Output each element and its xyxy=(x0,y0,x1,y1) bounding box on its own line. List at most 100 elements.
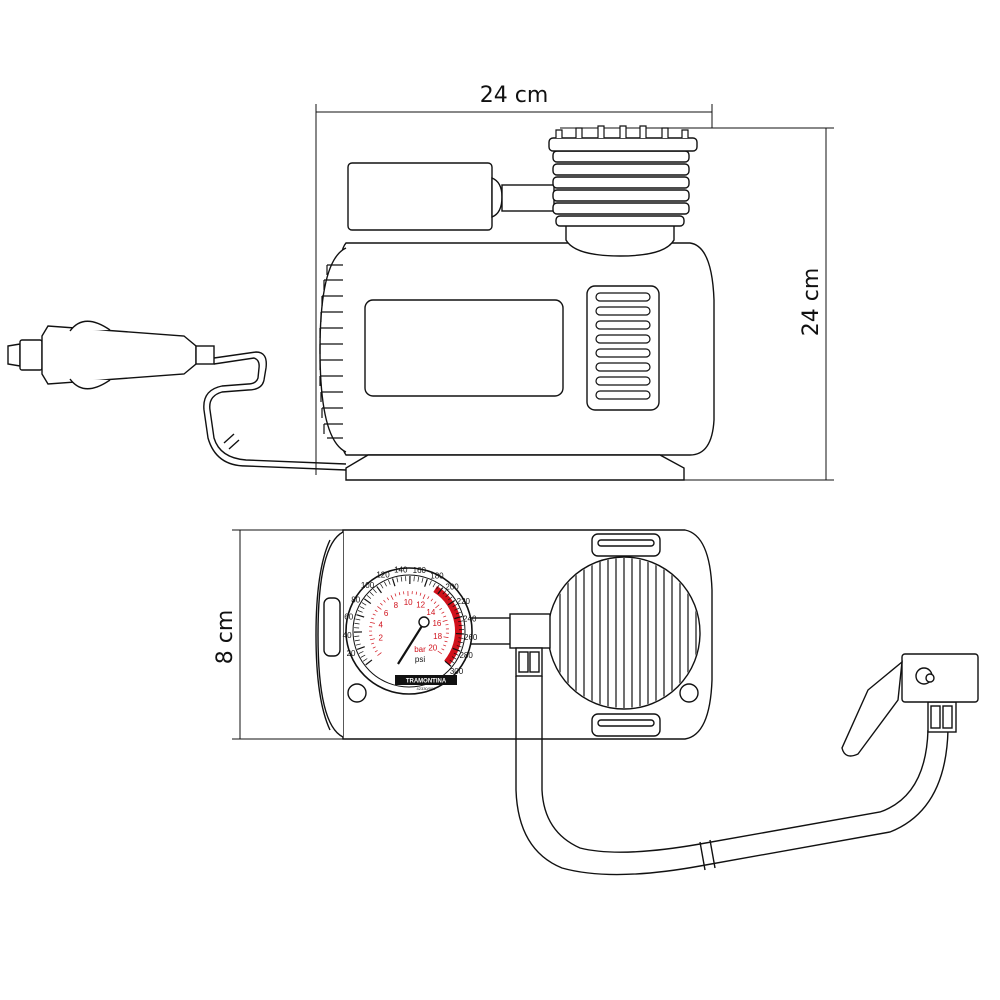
gauge-psi-label: 80 xyxy=(351,595,360,604)
motor-cap xyxy=(347,162,493,231)
gauge-tick xyxy=(458,620,464,623)
gauge-tick xyxy=(358,651,364,654)
gauge-psi-label: 120 xyxy=(376,571,390,580)
gauge-tick xyxy=(429,580,432,586)
gauge-bar-tick xyxy=(415,591,418,595)
gauge-tick xyxy=(454,615,463,620)
gauge-bar-tick xyxy=(442,619,448,622)
gauge-tick xyxy=(365,659,373,666)
gauge-psi-label: 140 xyxy=(394,566,408,575)
gauge-bar-label: 6 xyxy=(384,609,389,618)
gauge-bar-tick xyxy=(435,604,440,609)
gauge-bar-tick xyxy=(430,598,433,602)
gauge-tick xyxy=(391,578,396,587)
gauge-bar-tick xyxy=(443,644,447,647)
gauge-bar-tick xyxy=(374,609,378,612)
depth-dimension xyxy=(232,529,344,740)
gauge-tick xyxy=(436,584,440,590)
vent-slots xyxy=(595,292,651,400)
gauge-bar-label: 2 xyxy=(378,633,383,642)
gauge-tick xyxy=(360,654,366,658)
gauge-bar-tick xyxy=(422,594,426,600)
gauge-bar-tick xyxy=(437,650,443,655)
gauge-tick xyxy=(384,581,387,587)
gauge-bar-tick xyxy=(398,592,401,596)
gauge-tick xyxy=(447,599,456,606)
gauge-model-code: 42330/009 xyxy=(417,686,437,691)
gauge-tick xyxy=(437,587,444,595)
gauge-psi-label: 40 xyxy=(343,631,352,640)
label-window xyxy=(364,299,564,397)
gauge-bar-tick xyxy=(380,602,383,606)
gauge-tick xyxy=(452,647,461,652)
left-rib-housing xyxy=(319,247,347,453)
gauge-tick xyxy=(455,611,461,615)
gauge-bar-tick xyxy=(441,611,445,614)
gauge-bar-tick xyxy=(386,597,390,601)
gauge-bar-label: 4 xyxy=(378,621,383,630)
gauge-psi-label: 180 xyxy=(430,572,444,581)
gauge-psi-label: 280 xyxy=(459,651,473,660)
left-ribs xyxy=(319,264,343,439)
gauge-bar-label: 10 xyxy=(404,598,413,607)
gauge-psi-unit: psi xyxy=(415,655,425,664)
gauge-tick xyxy=(456,645,462,648)
gauge-tick xyxy=(449,659,455,664)
gauge-bar-tick xyxy=(369,621,375,624)
gauge-psi-label: 100 xyxy=(361,581,375,590)
height-label: 24 cm xyxy=(799,268,824,337)
gauge-bar-tick xyxy=(377,652,382,656)
gauge-tick xyxy=(458,637,464,639)
gauge-tick xyxy=(380,583,384,589)
gauge-tick xyxy=(451,656,457,660)
gauge-tick xyxy=(421,577,424,583)
gauge-bar-label: 14 xyxy=(426,608,435,617)
gauge-psi-label: 20 xyxy=(347,649,356,658)
gauge-brand: TRAMONTINA xyxy=(406,679,447,685)
gauge-bar-tick xyxy=(441,648,445,651)
gauge-tick xyxy=(444,660,452,667)
gauge-tick xyxy=(362,658,368,662)
gauge-tick xyxy=(373,588,377,594)
gauge-tick xyxy=(355,618,361,621)
gauge-ticks xyxy=(353,575,464,667)
gauge-psi-label: 300 xyxy=(450,667,464,676)
gauge-tick xyxy=(355,643,361,646)
lighter-plug xyxy=(7,320,215,390)
gauge-tick xyxy=(396,577,399,583)
gauge-tick xyxy=(363,598,372,605)
gauge-bar-tick xyxy=(383,599,386,603)
gauge-tick xyxy=(354,639,360,642)
gauge-tick xyxy=(388,579,391,585)
gauge-bar-tick xyxy=(372,646,376,649)
gauge-bar-tick xyxy=(427,596,430,600)
gauge-tick xyxy=(354,635,360,637)
gauge-tick xyxy=(442,590,447,595)
power-cable xyxy=(209,351,347,465)
gauge-tick xyxy=(454,607,460,611)
gauge-psi-label: 240 xyxy=(463,615,477,624)
gauge-tick xyxy=(361,602,367,606)
base-plate xyxy=(345,454,685,481)
gauge-bar-tick xyxy=(371,617,375,620)
gauge-tick xyxy=(457,641,463,644)
gauge-tick xyxy=(453,652,459,656)
gauge-tick xyxy=(369,591,374,596)
gauge-psi-label: 160 xyxy=(413,566,427,575)
gauge-bar-tick xyxy=(433,601,437,605)
gauge-bar-tick xyxy=(374,650,378,653)
cylinder-top-teeth xyxy=(555,125,689,138)
gauge-psi-label: 260 xyxy=(464,633,478,642)
gauge-tick xyxy=(458,624,464,627)
gauge-bar-label: 16 xyxy=(432,619,441,628)
gauge-tick xyxy=(366,595,372,599)
gauge-bar-label: 20 xyxy=(428,644,437,653)
gauge-bar-label: 18 xyxy=(433,632,442,641)
gauge-tick xyxy=(424,578,428,587)
cylinder-fins xyxy=(548,137,698,227)
gauge-bar-label: 8 xyxy=(394,601,399,610)
gauge-tick xyxy=(354,622,360,625)
gauge-bar-tick xyxy=(443,636,449,638)
